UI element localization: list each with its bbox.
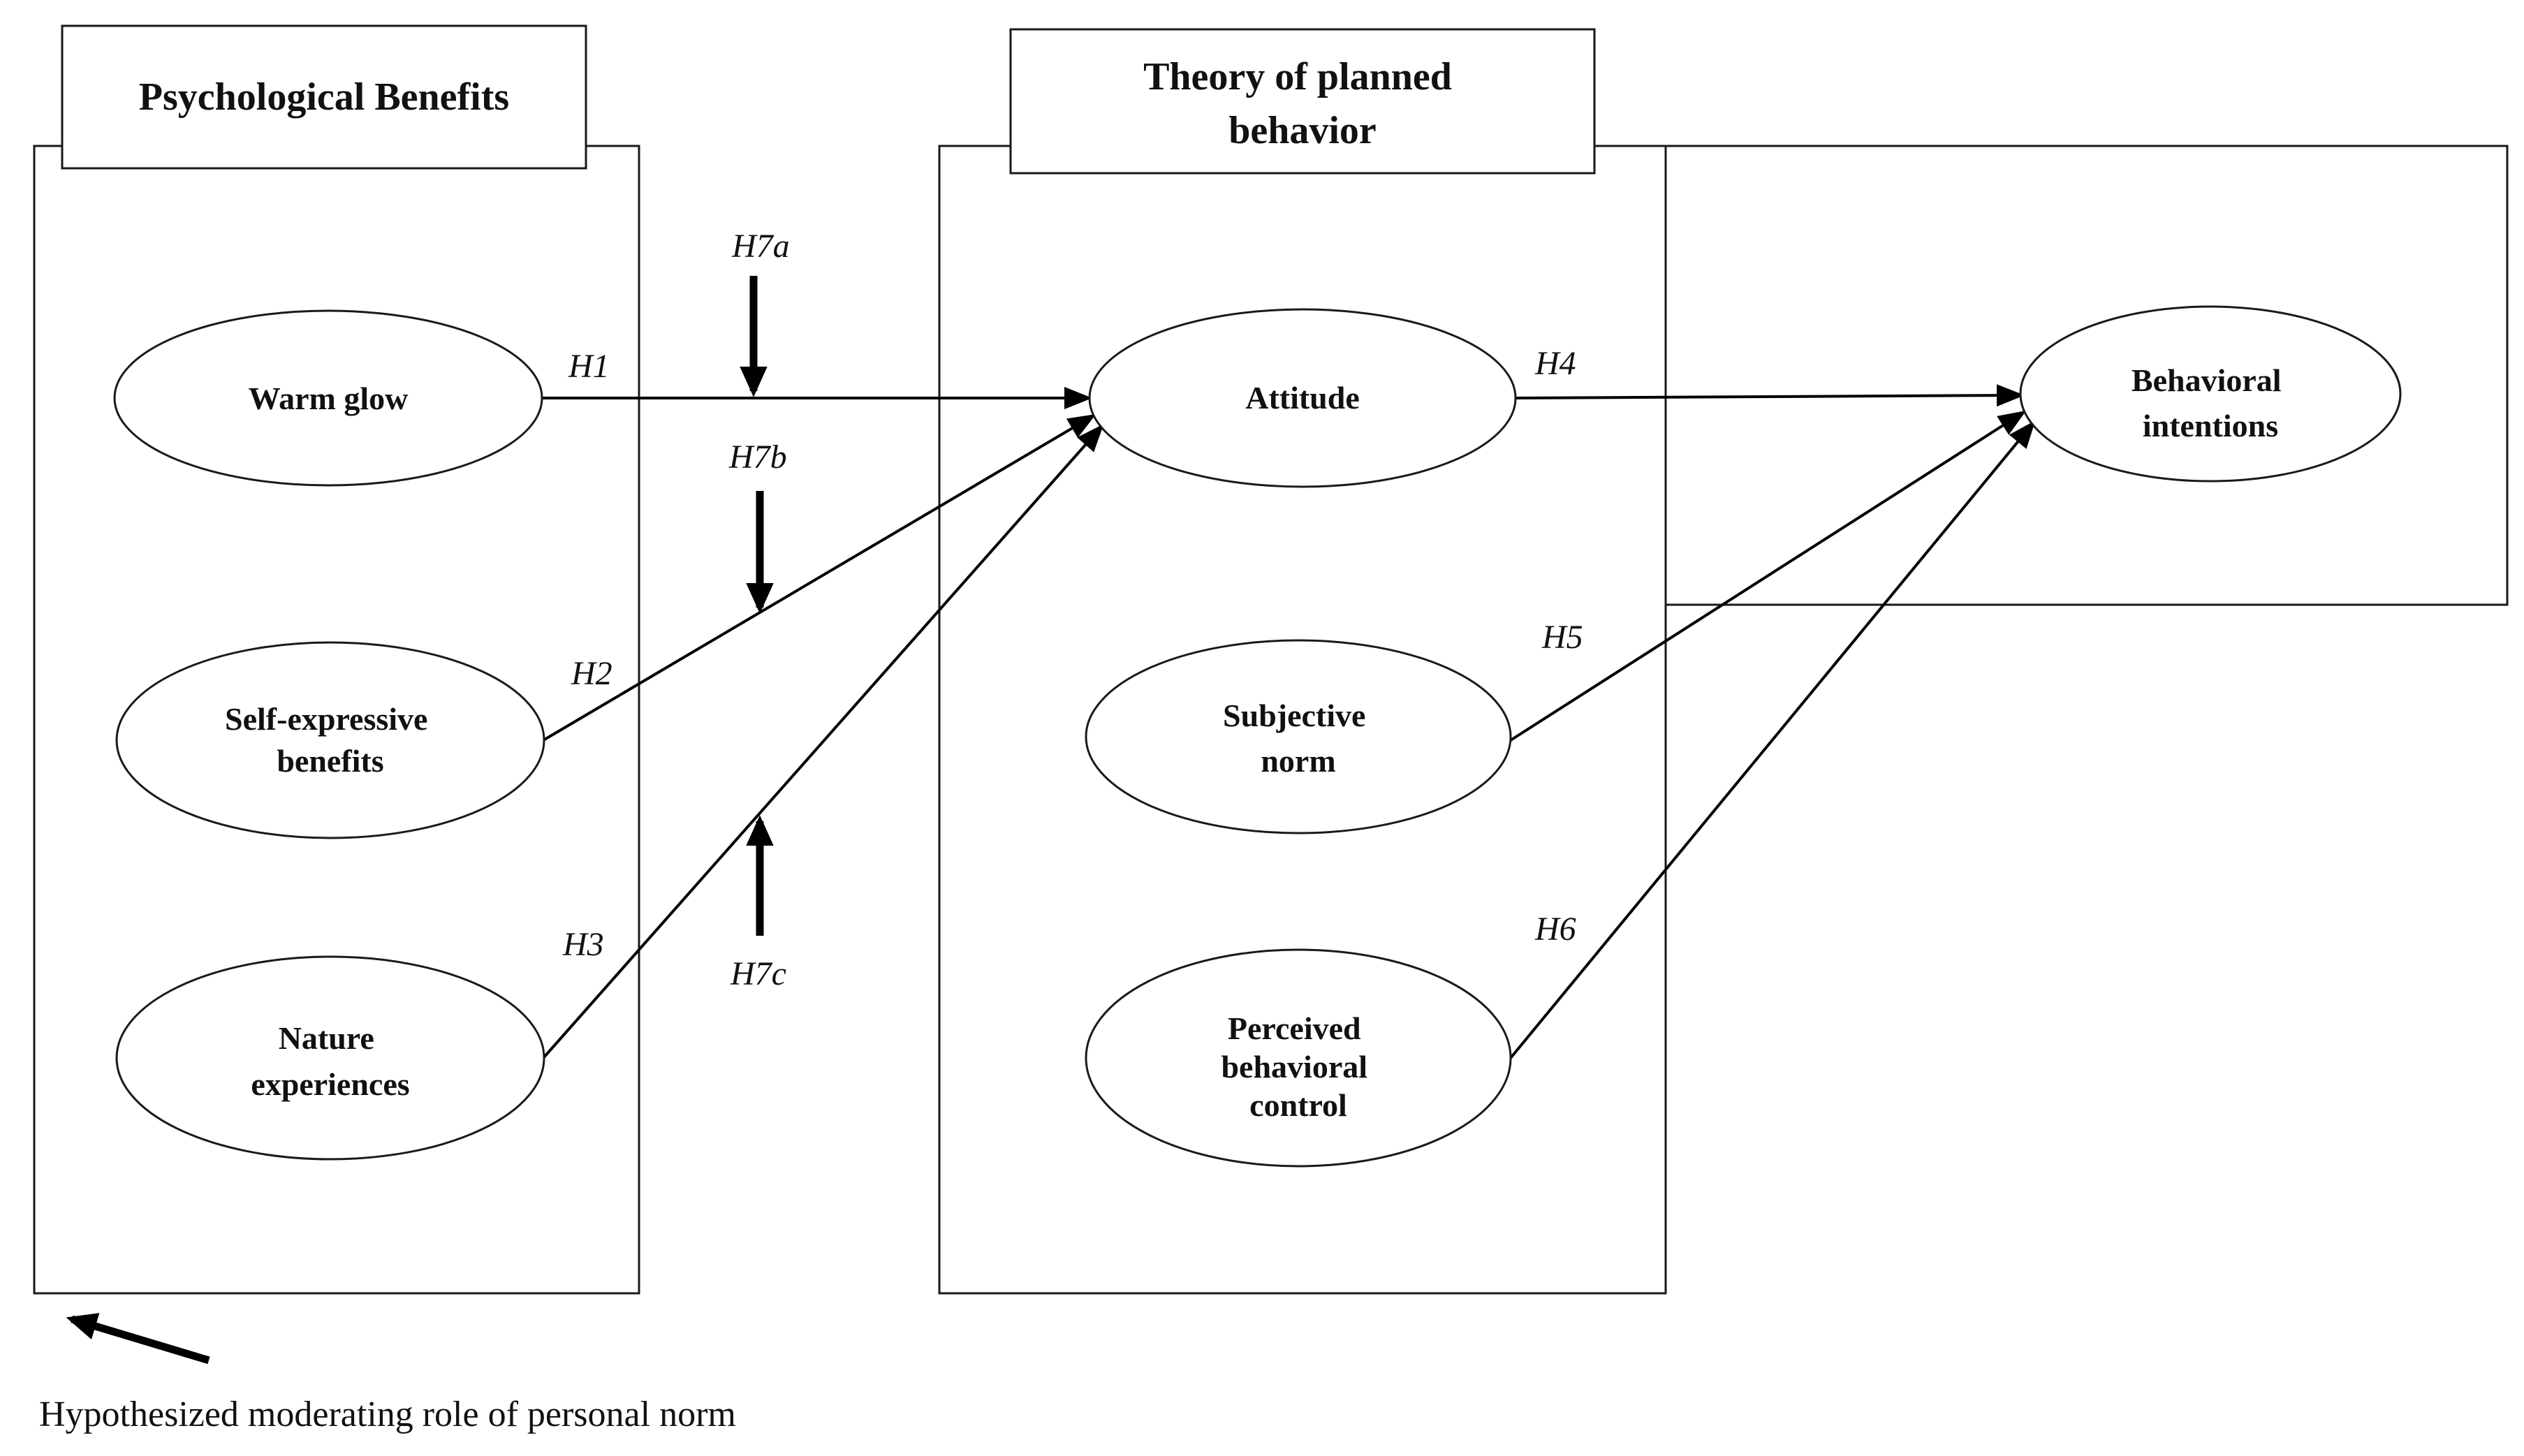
psychological-benefits-title-text: Psychological Benefits	[139, 75, 509, 119]
node-label: Perceived behavioral control	[1221, 1010, 1375, 1123]
tpb-title-text: Theory of planned behavior	[1143, 55, 1462, 152]
node-label: Subjective norm	[1223, 698, 1374, 779]
node-label-line: Nature	[279, 1020, 374, 1056]
node-perceived-behavioral-control: Perceived behavioral control	[1085, 948, 1512, 1168]
hypothesis-label-h2: H2	[571, 655, 612, 692]
edge-h3	[542, 424, 1104, 1059]
tpb-frame-upper	[1592, 145, 2509, 606]
node-label-line: behavioral	[1221, 1049, 1367, 1084]
edge-h6	[1509, 420, 2036, 1059]
hypothesis-label-h3: H3	[562, 926, 604, 963]
node-label-line: Self-expressive	[225, 701, 427, 737]
node-label-line: Behavioral	[2132, 362, 2282, 398]
hypothesis-label-h7b: H7b	[728, 439, 787, 476]
node-behavioral-intentions: Behavioral intentions	[2019, 305, 2402, 483]
edge-h5	[1509, 410, 2027, 742]
node-subjective-norm: Subjective norm	[1085, 639, 1512, 834]
node-label-line: intentions	[2143, 408, 2278, 443]
node-label-line: benefits	[277, 743, 383, 779]
node-label: Behavioral intentions	[2132, 362, 2289, 443]
node-label-line: Attitude	[1245, 380, 1360, 416]
node-label-line: Subjective	[1223, 698, 1365, 733]
node-label-line: control	[1249, 1087, 1347, 1123]
node-label-line: Warm glow	[249, 381, 409, 416]
node-nature-experiences: Nature experiences	[115, 955, 545, 1161]
edge-h2	[542, 413, 1096, 742]
node-label: Attitude	[1245, 380, 1360, 416]
node-label: Warm glow	[249, 381, 409, 416]
edge-h4	[1515, 384, 2025, 407]
legend-note: Hypothesized moderating role of personal…	[39, 1395, 736, 1434]
node-attitude: Attitude	[1088, 308, 1517, 488]
psychological-benefits-title: Psychological Benefits	[61, 24, 587, 170]
node-label-line: norm	[1261, 743, 1335, 779]
tpb-title-line: behavior	[1228, 109, 1377, 152]
node-label-line: experiences	[251, 1066, 409, 1102]
node-label: Nature experiences	[251, 1020, 409, 1102]
hypothesis-label-h6: H6	[1534, 911, 1576, 948]
tpb-title-line: Theory of planned	[1143, 55, 1452, 98]
legend-arrow	[66, 1313, 210, 1365]
hypothesis-label-h7c: H7c	[730, 955, 786, 992]
hypothesis-label-h7a: H7a	[731, 228, 790, 265]
hypothesis-label-h1: H1	[568, 348, 610, 385]
node-label: Self-expressive benefits	[225, 701, 436, 779]
node-warm-glow: Warm glow	[113, 309, 543, 487]
hypothesis-label-h4: H4	[1534, 345, 1576, 382]
tpb-title: Theory of planned behavior	[1009, 28, 1596, 175]
node-self-expressive-benefits: Self-expressive benefits	[115, 641, 545, 839]
node-label-line: Perceived	[1228, 1010, 1361, 1046]
hypothesis-label-h5: H5	[1541, 619, 1583, 656]
